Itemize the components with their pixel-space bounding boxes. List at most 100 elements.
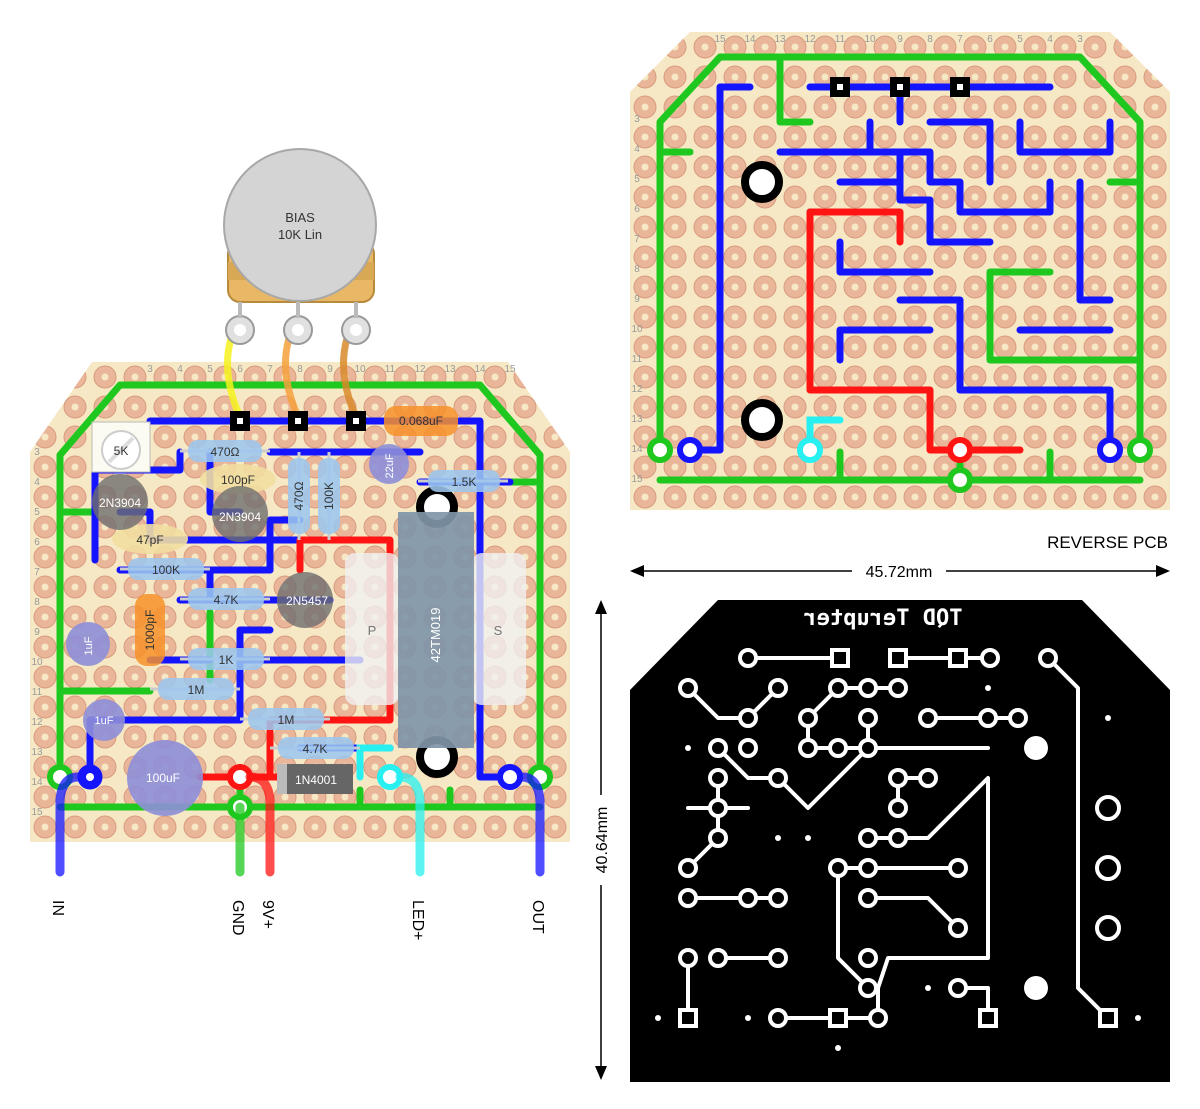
resistor-4-7k-b: 4.7K xyxy=(270,737,360,759)
pcb-holes xyxy=(655,685,1141,1051)
grid-number: 3 xyxy=(1077,34,1083,45)
grid-number: 4 xyxy=(1047,34,1053,45)
pot-name: BIAS xyxy=(285,210,315,225)
transistor-label: 2N3904 xyxy=(219,510,261,524)
pcb-title: TQD Terupter xyxy=(804,606,963,631)
grid-number: 15 xyxy=(31,807,43,818)
grid-number: 7 xyxy=(957,34,963,45)
pcb-pads xyxy=(678,648,1121,1028)
grid-number: 6 xyxy=(34,537,40,548)
grid-number: 4 xyxy=(177,364,183,375)
transistor-label: 2N5457 xyxy=(286,594,328,608)
transistors: 2N3904 2N3904 2N5457 xyxy=(92,474,333,628)
grid-number: 14 xyxy=(31,777,43,788)
pot-value: 10K Lin xyxy=(278,227,322,242)
grid-number: 12 xyxy=(31,717,43,728)
capacitor-label: 47pF xyxy=(136,533,163,547)
resistor-label: 100K xyxy=(322,482,336,510)
grid-number: 13 xyxy=(774,34,786,45)
resistor-100k-a: 100K xyxy=(318,452,340,540)
diode-label: 1N4001 xyxy=(295,773,337,787)
resistors: 470Ω 1.5K 100K 4.7K 1K xyxy=(120,440,508,759)
grid-number: 4 xyxy=(634,144,640,155)
grid-number: 11 xyxy=(32,687,43,698)
resistor-label: 470Ω xyxy=(211,445,240,459)
grid-number: 5 xyxy=(1017,34,1023,45)
grid-number: 13 xyxy=(444,364,456,375)
transistor-q2: 2N3904 xyxy=(212,486,268,542)
diode-1n4001: 1N4001 xyxy=(277,764,353,794)
resistor-label: 1.5K xyxy=(452,475,477,489)
wire-labels: IN GND 9V+ LED+ OUT xyxy=(49,900,546,940)
grid-number: 7 xyxy=(267,364,273,375)
grid-number: 8 xyxy=(927,34,933,45)
resistor-470-b: 470Ω xyxy=(288,452,310,540)
grid-number: 14 xyxy=(744,34,756,45)
grid-number: 14 xyxy=(474,364,486,375)
grid-number: 13 xyxy=(631,414,643,425)
resistor-label: 1M xyxy=(188,683,205,697)
resistor-label: 1K xyxy=(219,653,234,667)
grid-number: 9 xyxy=(897,34,903,45)
secondary-label: S xyxy=(494,623,503,638)
resistor-1m-a: 1M xyxy=(150,678,240,700)
grid-number: 10 xyxy=(31,657,43,668)
wire-label-9v: 9V+ xyxy=(259,900,276,929)
grid-number: 12 xyxy=(414,364,426,375)
reverse-blue-traces xyxy=(686,83,1114,454)
capacitor-1000pf: 1000pF xyxy=(135,594,165,666)
resistor-label: 4.7K xyxy=(214,593,239,607)
height-dimension: 40.64mm xyxy=(591,600,611,1080)
primary-label: P xyxy=(368,623,377,638)
resistor-100k-b: 100K xyxy=(120,558,210,580)
capacitor-22uf: 22uF xyxy=(369,444,409,484)
trimmer-5k: 5K xyxy=(91,421,151,473)
transformer-label: 42TM019 xyxy=(428,608,443,663)
reverse-mounting-hole xyxy=(741,399,783,441)
grid-number: 8 xyxy=(34,597,40,608)
capacitors: 0.068uF 100pF 47pF 1000pF 22uF 1uF xyxy=(66,406,458,816)
trimmer-label: 5K xyxy=(114,444,129,458)
grid-number: 10 xyxy=(631,324,643,335)
resistor-label: 1M xyxy=(278,713,295,727)
capacitor-100uf: 100uF xyxy=(127,740,203,816)
resistor-470-a: 470Ω xyxy=(180,440,270,462)
capacitor-100pf: 100pF xyxy=(200,464,276,494)
reverse-pcb-label: REVERSE PCB xyxy=(1047,533,1168,552)
wire-label-out: OUT xyxy=(529,900,546,934)
grid-number: 4 xyxy=(34,477,40,488)
transformer-42tm019: P S 42TM019 xyxy=(345,512,526,748)
transistor-label: 2N3904 xyxy=(99,496,141,510)
resistor-label: 470Ω xyxy=(292,481,306,510)
reverse-green-traces xyxy=(656,53,1144,484)
pot-lug-pads xyxy=(230,411,366,431)
wire-label-led: LED+ xyxy=(409,900,426,940)
resistor-4-7k-a: 4.7K xyxy=(180,588,270,610)
grid-number: 9 xyxy=(634,294,640,305)
grid-number: 7 xyxy=(34,567,40,578)
height-dimension-value: 40.64mm xyxy=(594,807,611,874)
reverse-mounting-hole xyxy=(741,161,783,203)
resistor-1k: 1K xyxy=(180,648,270,670)
grid-number: 5 xyxy=(207,364,213,375)
grid-number: 10 xyxy=(864,34,876,45)
capacitor-label: 22uF xyxy=(384,453,396,478)
grid-number: 7 xyxy=(634,234,640,245)
grid-number: 3 xyxy=(34,447,40,458)
reverse-lug-pads xyxy=(830,77,970,97)
capacitor-1uf-a: 1uF xyxy=(66,622,110,666)
grid-number: 6 xyxy=(634,204,640,215)
grid-number: 3 xyxy=(634,114,640,125)
grid-number: 12 xyxy=(804,34,816,45)
offboard-wires xyxy=(55,772,545,877)
grid-number: 8 xyxy=(297,364,303,375)
reverse-red-trace xyxy=(806,208,1024,454)
grid-number: 11 xyxy=(632,354,643,365)
grid-number: 3 xyxy=(147,364,153,375)
